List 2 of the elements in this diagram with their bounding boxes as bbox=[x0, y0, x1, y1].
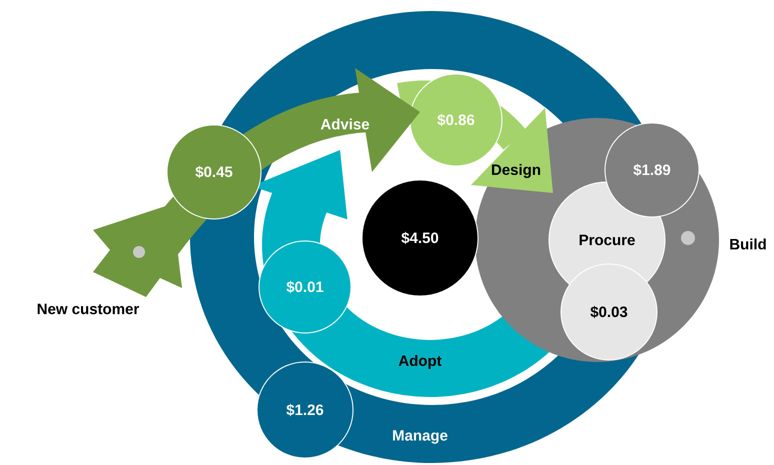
node-label: New customer bbox=[38, 304, 140, 314]
node-label: Build bbox=[730, 238, 766, 250]
